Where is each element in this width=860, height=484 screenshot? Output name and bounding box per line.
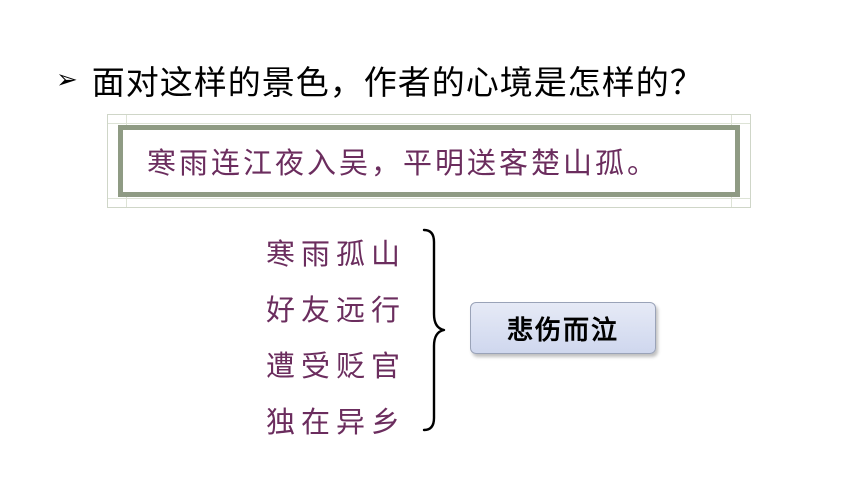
frame-guide-line — [108, 123, 750, 124]
frame-guide-line — [108, 198, 750, 199]
question-row: ➢ 面对这样的景色，作者的心境是怎样的？ — [56, 56, 704, 104]
poem-line: 寒雨连江夜入吴，平明送客楚山孤。 — [147, 146, 660, 180]
reason-item: 遭受贬官 — [266, 349, 407, 383]
conclusion-box: 悲伤而泣 — [470, 302, 656, 354]
poem-box: 寒雨连江夜入吴，平明送客楚山孤。 — [118, 125, 740, 197]
reason-item: 独在异乡 — [266, 405, 407, 439]
right-brace-icon — [422, 228, 446, 432]
conclusion-text: 悲伤而泣 — [506, 315, 619, 346]
question-text: 面对这样的景色，作者的心境是怎样的？ — [91, 63, 704, 102]
reason-item: 寒雨孤山 — [266, 237, 407, 271]
reason-item: 好友远行 — [266, 293, 407, 327]
arrow-bullet-icon: ➢ — [56, 65, 78, 95]
poem-frame: 寒雨连江夜入吴，平明送客楚山孤。 — [107, 114, 751, 208]
reason-list: 寒雨孤山 好友远行 遭受贬官 独在异乡 — [266, 226, 426, 450]
